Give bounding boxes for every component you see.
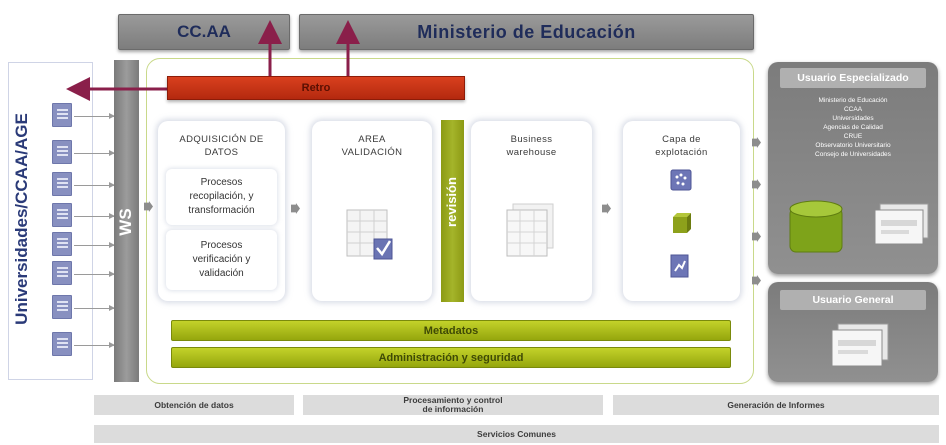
- user-list-item: Consejo de Universidades: [815, 151, 891, 158]
- report-window-icon: [831, 323, 889, 367]
- card-capa-explotacion: Capa de explotación: [623, 121, 740, 301]
- procesamiento-bar: Procesamiento y control de información: [303, 395, 603, 415]
- ws-label: WS: [116, 208, 135, 236]
- revision-label: revisión: [444, 177, 459, 227]
- card-title: ADQUISICIÓN DE DATOS: [179, 134, 264, 158]
- servicios-comunes-bar: Servicios Comunes: [94, 425, 939, 443]
- arrow-icon: [291, 203, 300, 214]
- document-icon: [52, 295, 72, 319]
- document-icon: [52, 172, 72, 196]
- arrow-icon: [74, 242, 115, 248]
- panel-title: Usuario Especializado: [780, 68, 926, 88]
- card-title: AREA VALIDACIÓN: [341, 134, 403, 158]
- document-icon: [52, 232, 72, 256]
- document-icon: [52, 103, 72, 127]
- green-cube-icon: [673, 213, 691, 233]
- user-list-item: Observatorio Universitario: [815, 142, 891, 149]
- process-box-verificacion: Procesos verificación y validación: [166, 230, 277, 290]
- user-list: Ministerio de Educación CCAA Universidad…: [782, 96, 924, 159]
- card-adquisicion: ADQUISICIÓN DE DATOS Procesos recopilaci…: [158, 121, 285, 301]
- generacion-informes-bar: Generación de Informes: [613, 395, 939, 415]
- green-database-icon: [789, 200, 843, 253]
- process-box-recopilacion: Procesos recopilación, y transformación: [166, 169, 277, 225]
- arrow-icon: [74, 213, 115, 219]
- source-panel: [8, 62, 93, 380]
- arrow-icon: [74, 271, 115, 277]
- revision-bar: [441, 120, 464, 302]
- card-title: Capa de explotación: [655, 134, 708, 158]
- document-icon: [52, 203, 72, 227]
- user-list-item: Agencias de Calidad: [823, 124, 883, 131]
- metadatos-bar: Metadatos: [171, 320, 731, 341]
- arrow-icon: [752, 179, 761, 190]
- obtencion-datos-bar: Obtención de datos: [94, 395, 294, 415]
- ccaa-box: CC.AA: [118, 14, 290, 50]
- warehouse-table-icon: [506, 203, 554, 257]
- validated-table-icon: [346, 209, 393, 260]
- arrow-icon: [752, 137, 761, 148]
- cube-grid-icon: [670, 169, 692, 191]
- user-list-item: CRUE: [843, 133, 863, 140]
- user-list-item: Ministerio de Educación: [818, 97, 888, 104]
- report-document-icon: [670, 254, 689, 278]
- admin-seguridad-bar: Administración y seguridad: [171, 347, 731, 368]
- arrow-icon: [74, 182, 115, 188]
- ministerio-box: Ministerio de Educación: [299, 14, 754, 50]
- arrow-icon: [74, 150, 115, 156]
- ws-bar: [114, 60, 139, 382]
- document-icon: [52, 332, 72, 356]
- arrow-icon: [752, 231, 761, 242]
- arrow-icon: [602, 203, 611, 214]
- card-area-validacion: AREA VALIDACIÓN: [312, 121, 432, 301]
- card-title: Business warehouse: [506, 134, 557, 158]
- user-list-item: Universidades: [832, 115, 874, 122]
- retro-bar: Retro: [167, 76, 465, 100]
- arrow-icon: [74, 342, 115, 348]
- document-icon: [52, 140, 72, 164]
- panel-title: Usuario General: [780, 290, 926, 310]
- arrow-icon: [752, 275, 761, 286]
- report-window-icon: [874, 203, 929, 245]
- usuario-general-panel: Usuario General: [768, 282, 938, 382]
- document-icon: [52, 261, 72, 285]
- user-list-item: CCAA: [843, 106, 863, 113]
- arrow-icon: [74, 305, 115, 311]
- arrow-icon: [74, 113, 115, 119]
- arrow-icon: [144, 201, 153, 212]
- usuario-especializado-panel: Usuario Especializado Ministerio de Educ…: [768, 62, 938, 274]
- card-business-warehouse: Business warehouse: [471, 121, 592, 301]
- source-label: Universidades/CCAA/AGE: [12, 113, 31, 325]
